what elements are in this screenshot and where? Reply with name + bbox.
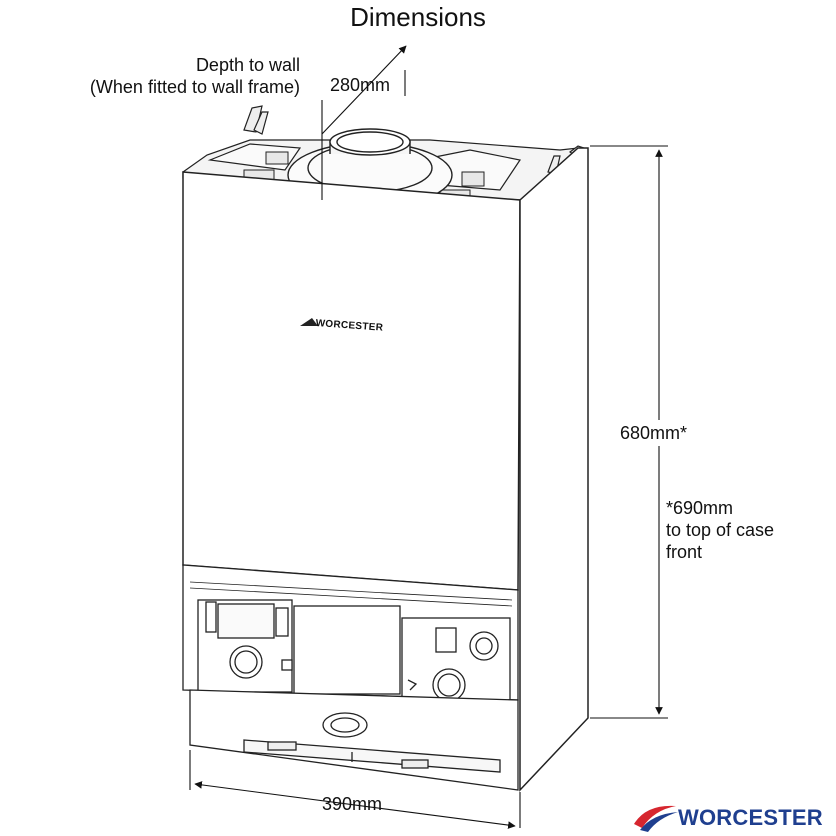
case-front: [182, 171, 521, 591]
height-note-line2: to top of case: [666, 520, 775, 540]
front-brand-swoosh: [300, 318, 318, 326]
height-note: *690mm to top of case front: [666, 497, 774, 563]
height-value: 680mm*: [620, 423, 688, 443]
depth-value: 280mm: [330, 75, 391, 95]
case-base: [189, 689, 519, 791]
logo-text: WORCESTER: [678, 805, 823, 830]
worcester-logo: WORCESTER: [632, 798, 832, 834]
logo-swoosh-icon: [634, 805, 678, 832]
control-panel: [182, 564, 519, 707]
height-note-line1: *690mm: [666, 498, 734, 518]
depth-label: Depth to wall (When fitted to wall frame…: [90, 54, 300, 98]
depth-label-line2: (When fitted to wall frame): [89, 77, 300, 97]
diagram-title: Dimensions: [350, 2, 486, 32]
depth-label-line1: Depth to wall: [195, 55, 300, 75]
case-side: [519, 147, 589, 792]
depth-dimension: [321, 45, 407, 200]
width-dimension: [189, 750, 521, 829]
width-value: 390mm: [322, 794, 383, 814]
height-note-line3: front: [666, 542, 703, 562]
height-dimension: [590, 145, 668, 719]
